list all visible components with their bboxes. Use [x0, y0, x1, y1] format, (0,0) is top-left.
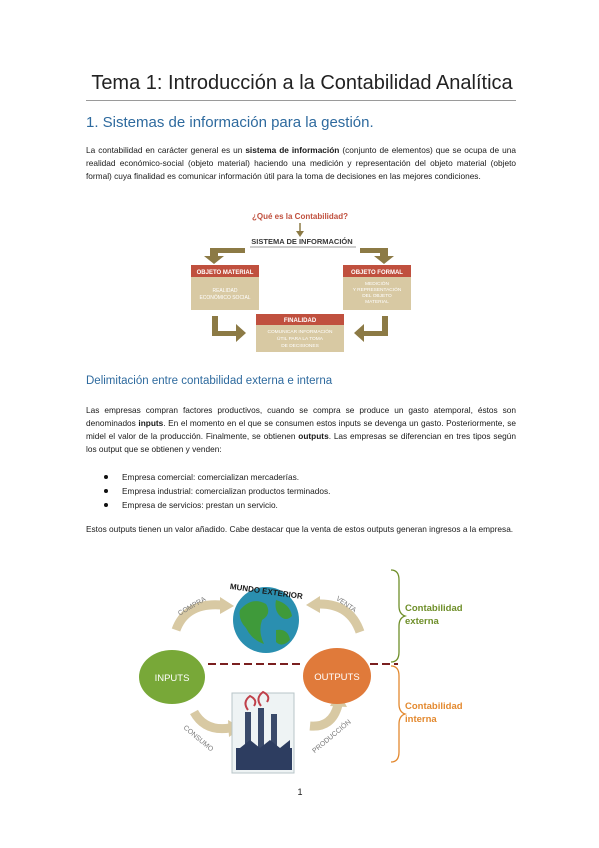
page-number: 1	[297, 787, 303, 797]
bent-arrow-bottom-right	[354, 316, 388, 342]
label-consumo: CONSUMO	[182, 724, 215, 753]
label-contabilidad-interna: interna	[405, 714, 437, 725]
curved-arrow-produccion	[309, 703, 343, 731]
box-finalidad-text: COMUNICAR INFORMACIÓN	[267, 328, 333, 335]
globe-icon	[233, 587, 299, 653]
tipos-empresa-list: Empresa comercial: comercializan mercade…	[104, 470, 330, 512]
curved-arrow-produccion-head	[330, 692, 347, 707]
inputs-label: INPUTS	[155, 673, 190, 684]
paragraph-valor-anadido: Estos outputs tienen un valor añadido. C…	[86, 524, 514, 534]
box-objeto-material-text: ECONÓMICO SOCIAL	[199, 294, 250, 301]
curved-arrow-consumo	[190, 709, 231, 734]
bold-term: inputs	[138, 418, 164, 428]
box-objeto-formal-text: DEL OBJETO	[362, 293, 392, 299]
label-venta: VENTA	[335, 595, 358, 614]
bent-arrow-bottom-left	[212, 316, 246, 342]
box-objeto-material-text: REALIDAD	[212, 288, 237, 294]
section-heading-delimitacion: Delimitación entre contabilidad externa …	[86, 375, 333, 387]
globe-label: MUNDO EXTERIOR	[229, 582, 303, 601]
label-contabilidad-interna: Contabilidad	[405, 701, 463, 712]
paragraph-text: Las empresas compran factores productivo…	[86, 405, 516, 428]
paragraph-text: . Las empresas se diferencian en tres ti…	[86, 431, 516, 454]
list-item: Empresa industrial: comercializan produc…	[104, 484, 330, 498]
diagram-question: ¿Qué es la Contabilidad?	[252, 212, 348, 221]
brace-externa	[390, 569, 408, 663]
brace-interna	[390, 665, 408, 763]
bold-term: sistema de información	[245, 145, 340, 155]
box-finalidad-title: FINALIDAD	[284, 318, 317, 324]
box-objeto-formal-text: MEDICIÓN	[365, 280, 390, 287]
paragraph-inputs-outputs: Las empresas compran factores productivo…	[86, 404, 516, 456]
box-objeto-material-title: OBJETO MATERIAL	[197, 270, 254, 276]
box-objeto-formal-body	[343, 277, 411, 310]
bent-arrow-right	[360, 248, 394, 264]
box-finalidad-header	[256, 314, 344, 325]
label-compra: COMPRA	[177, 596, 207, 618]
factory-chimney	[271, 714, 277, 748]
label-contabilidad-externa: Contabilidad	[405, 603, 463, 614]
bold-term: outputs	[298, 431, 329, 441]
box-finalidad-text: DE DECISIONES	[281, 343, 319, 349]
box-finalidad-body	[256, 325, 344, 352]
box-objeto-material-header	[191, 265, 259, 277]
list-item: Empresa de servicios: prestan un servici…	[104, 498, 330, 512]
outputs-label: OUTPUTS	[314, 672, 359, 683]
globe-land	[276, 629, 290, 645]
curved-arrow-consumo-head	[228, 720, 242, 737]
factory-chimney	[258, 708, 264, 748]
factory-building	[240, 740, 290, 748]
bent-arrow-left	[204, 248, 245, 264]
paragraph-text: (conjunto de elementos) que se ocupa de …	[86, 145, 516, 181]
factory-chimney	[245, 712, 251, 748]
inputs-node	[139, 650, 205, 704]
label-contabilidad-externa: externa	[405, 616, 440, 627]
arrow-down-small-head	[296, 231, 304, 237]
outputs-node	[303, 648, 371, 704]
globe-land	[239, 601, 269, 644]
curved-arrow-compra	[171, 600, 223, 632]
box-objeto-formal-header	[343, 265, 411, 277]
diagram-system: SISTEMA DE INFORMACIÓN	[251, 237, 352, 246]
factory-smoke	[257, 690, 270, 707]
factory-icon	[231, 692, 295, 774]
curved-arrow-venta	[317, 599, 365, 634]
globe-land	[275, 600, 292, 619]
title-divider	[86, 100, 516, 101]
curved-arrow-compra-head	[220, 597, 234, 614]
list-item: Empresa comercial: comercializan mercade…	[104, 470, 330, 484]
factory-building	[236, 748, 292, 770]
box-objeto-formal-title: OBJETO FORMAL	[351, 270, 403, 276]
curved-arrow-venta-head	[306, 596, 320, 613]
box-objeto-material-body	[191, 277, 259, 310]
factory-smoke	[244, 694, 257, 711]
box-objeto-formal-text: MATERIAL	[365, 299, 389, 305]
box-objeto-formal-text: Y REPRESENTACIÓN	[353, 286, 402, 293]
label-produccion: PRODUCCIÓN	[310, 717, 352, 755]
box-finalidad-text: ÚTIL PARA LA TOMA	[277, 335, 324, 342]
section-heading-sistemas: 1. Sistemas de información para la gesti…	[86, 114, 374, 131]
paragraph-definicion: La contabilidad en carácter general es u…	[86, 144, 516, 183]
paragraph-text: . En el momento en el que se consumen es…	[86, 418, 517, 441]
paragraph-text: La contabilidad en carácter general es u…	[86, 145, 246, 155]
page-title: Tema 1: Introducción a la Contabilidad A…	[91, 72, 513, 94]
